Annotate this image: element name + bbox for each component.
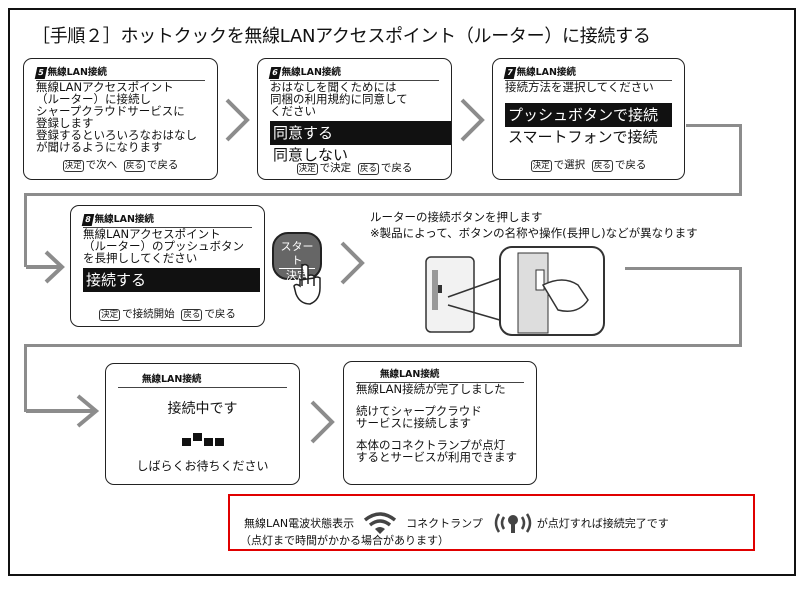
page-title: ［手順２］ホットクックを無線LANアクセスポイント（ルーター）に接続する — [32, 26, 651, 47]
completion-notice: 無線LAN電波状態表示 コネクトランプ が点灯すれば接続完了です （点灯まで時間… — [228, 494, 755, 551]
screen-text: 登録します — [36, 116, 94, 130]
connector — [739, 124, 742, 196]
screen-text: するとサービスが利用できます — [356, 450, 517, 464]
progress-indicator — [182, 433, 224, 446]
outer-frame — [8, 8, 796, 576]
hint: で戻る — [380, 162, 413, 174]
decide-key-icon: 決定 — [296, 163, 318, 175]
connector — [24, 193, 742, 196]
hint: で接続開始 — [122, 308, 175, 320]
screen-header: 無線LAN接続 — [118, 374, 287, 388]
screen-text: 無線LANアクセスポイント — [36, 80, 174, 94]
screen-text: （ルーター）に接続し — [36, 92, 151, 106]
connector — [686, 124, 742, 127]
decide-key-icon: 決定 — [530, 160, 552, 172]
screen-text: シャープクラウドサービスに — [36, 104, 185, 118]
start-decide-button-illustration: スタート 決定 — [272, 232, 322, 282]
chevron-right-icon — [310, 400, 335, 444]
screen-text: ください — [270, 104, 316, 118]
hint: で戻る — [146, 159, 179, 171]
hint: で戻る — [614, 159, 647, 171]
screen-text: を長押ししてください — [83, 251, 198, 265]
chevron-right-icon — [225, 98, 250, 142]
connecting-status: 接続中です — [167, 401, 238, 417]
hint: で選択 — [553, 159, 586, 171]
screen-text: 登録するといろいろなおはなし — [36, 128, 197, 142]
back-key-icon: 戻る — [357, 163, 379, 175]
back-key-icon: 戻る — [181, 309, 203, 321]
screen-header: 無線LAN接続 — [356, 369, 524, 383]
hint: で次へ — [85, 159, 118, 171]
screen-header: 無線LAN接続 — [516, 67, 576, 78]
screen-text: （ルーター）のプッシュボタン — [83, 239, 244, 253]
screen-text: 続けてシャープクラウド — [356, 404, 482, 418]
screen-text: 無線LAN接続が完了しました — [356, 382, 506, 396]
screen-text: 同梱の利用規約に同意して — [270, 92, 408, 106]
screen-text: おはなしを聞くためには — [270, 80, 397, 94]
option-disagree: 同意しない — [273, 146, 349, 164]
option-agree-selected: 同意する — [270, 121, 451, 145]
wait-message: しばらくお待ちください — [136, 459, 269, 473]
step-number: 5 — [34, 67, 47, 79]
connector — [24, 344, 742, 347]
screen-header: 無線LAN接続 — [281, 67, 341, 78]
screen-header: 無線LAN接続 — [47, 67, 107, 78]
chevron-right-icon — [340, 241, 365, 285]
chevron-right-icon — [76, 394, 100, 428]
connector — [625, 267, 742, 270]
screen-text: 本体のコネクトランプが点灯 — [356, 438, 506, 452]
connector — [24, 193, 27, 267]
router-instruction: ルーターの接続ボタンを押します ※製品によって、ボタンの名称や操作(長押し)など… — [370, 209, 698, 241]
screen-text: サービスに接続します — [356, 416, 471, 430]
decide-key-icon: 決定 — [99, 309, 121, 321]
option-smartphone: スマートフォンで接続 — [508, 128, 658, 146]
screen-text: 接続方法を選択してください — [505, 80, 654, 94]
screen-connecting: 無線LAN接続 接続中です しばらくお待ちください — [105, 363, 300, 485]
notice-text: コネクトランプ — [406, 517, 483, 530]
connect-lamp-icon — [494, 513, 532, 533]
hint: で決定 — [319, 162, 352, 174]
screen-header: 無線LAN接続 — [94, 214, 154, 225]
chevron-right-icon — [460, 98, 485, 142]
back-key-icon: 戻る — [591, 160, 613, 172]
notice-text: 無線LAN電波状態表示 — [244, 517, 355, 530]
connector — [739, 267, 742, 347]
hint: で戻る — [204, 308, 236, 320]
start-label: スタート — [279, 240, 315, 269]
router-illustration — [425, 246, 605, 336]
chevron-right-icon — [44, 250, 65, 284]
back-key-icon: 戻る — [123, 160, 145, 172]
screen-text: 無線LANアクセスポイント — [83, 227, 221, 241]
option-push-button-selected: プッシュボタンで接続 — [505, 103, 672, 127]
router-note-line: ※製品によって、ボタンの名称や操作(長押し)などが異なります — [370, 226, 698, 240]
wifi-signal-icon — [364, 512, 397, 534]
notice-text: が点灯すれば接続完了です — [536, 517, 669, 530]
step-number: 8 — [81, 214, 94, 226]
hand-press-icon — [293, 263, 321, 305]
option-connect-selected: 接続する — [83, 268, 260, 292]
notice-subtext: （点灯まで時間がかかる場合があります） — [240, 534, 449, 547]
router-note-line: ルーターの接続ボタンを押します — [370, 210, 543, 224]
screen-text: が聞けるようになります — [36, 140, 163, 154]
screen-complete: 無線LAN接続 無線LAN接続が完了しました 続けてシャープクラウド サービスに… — [343, 361, 537, 485]
connector — [24, 344, 27, 412]
step-number: 7 — [503, 67, 516, 79]
decide-key-icon: 決定 — [62, 160, 84, 172]
step-number: 6 — [268, 67, 281, 79]
